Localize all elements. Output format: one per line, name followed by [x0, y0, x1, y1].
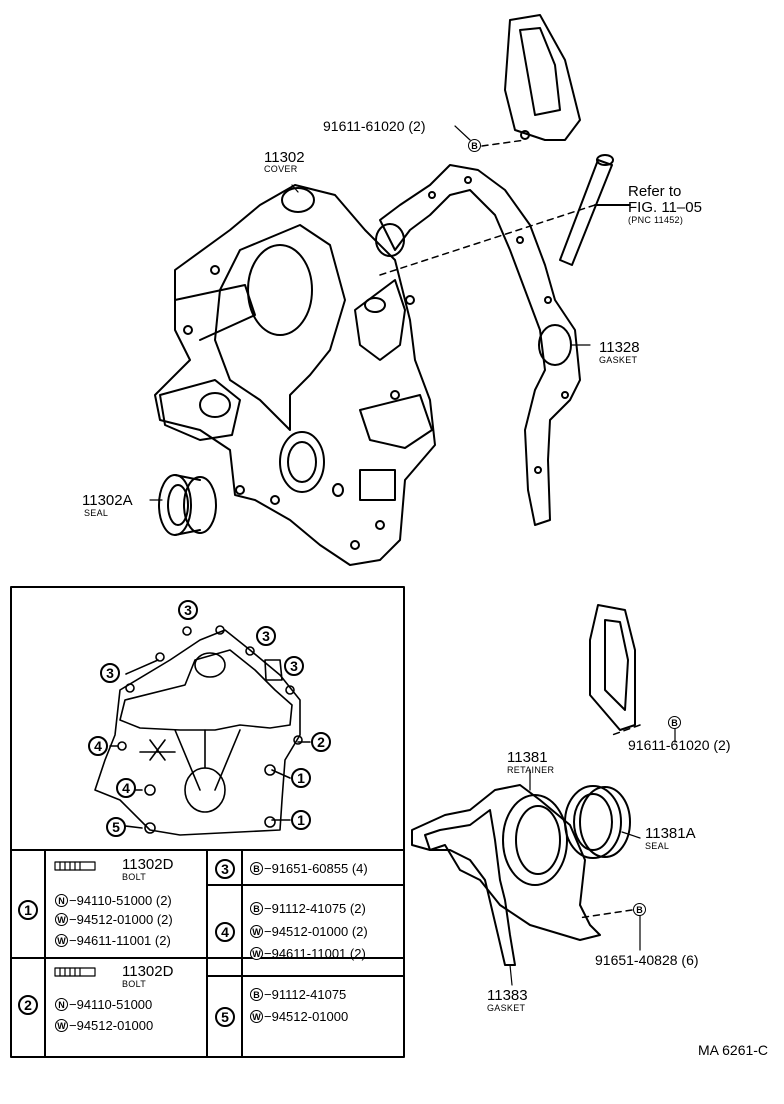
bolt-b-symbol-right: B	[668, 716, 681, 729]
g1-bolt-name: BOLT	[122, 872, 147, 882]
seal-part-number: 11302A	[82, 492, 133, 509]
detail-marker-4-lower: 4	[116, 778, 136, 798]
dowel-pin	[559, 154, 631, 266]
rear-seal-part-name: SEAL	[645, 841, 670, 851]
bolt-bottom-label: 91651-40828 (6)	[595, 952, 699, 968]
rear-gasket-part-number: 11383	[487, 987, 528, 1004]
g5-w-symbol: W	[250, 1010, 263, 1023]
bolt-b-symbol-bottom: B	[633, 903, 646, 916]
g4-b-part: −91112-41075 (2)	[264, 901, 366, 916]
g2-bolt-name: BOLT	[122, 979, 147, 989]
detail-marker-2: 2	[311, 732, 331, 752]
bolt-top-label: 91611-61020 (2)	[323, 118, 426, 134]
g3-b-symbol: B	[250, 862, 263, 875]
g2-bolt-number: 11302D	[122, 963, 174, 980]
g5-b-part: −91112-41075	[264, 987, 347, 1002]
g2-w-part: −94512-01000	[69, 1018, 154, 1033]
figure-code: MA 6261-C	[698, 1042, 769, 1058]
detail-marker-3-left: 3	[100, 663, 120, 683]
lower-bracket	[589, 604, 636, 731]
g5-w-part: −94512-01000	[264, 1009, 349, 1024]
refer-line-1: Refer to	[628, 183, 682, 200]
rear-gasket	[424, 809, 516, 966]
retainer-part-name: RETAINER	[507, 765, 555, 775]
refer-line-2: FIG. 11–05	[628, 199, 702, 216]
upper-gasket	[375, 164, 581, 526]
table-row-marker-2: 2	[18, 995, 38, 1015]
g4-b-symbol: B	[250, 902, 263, 915]
seal-part-name: SEAL	[84, 508, 109, 518]
g3-b-part: −91651-60855 (4)	[264, 861, 368, 876]
bolt-icons	[54, 861, 96, 977]
upper-bracket	[504, 14, 581, 141]
g4-w1-part: −94512-01000 (2)	[264, 924, 368, 939]
front-seal	[158, 474, 217, 536]
g2-n-symbol: N	[55, 998, 68, 1011]
cover-part-name: COVER	[264, 164, 298, 174]
cover-part-number: 11302	[264, 149, 305, 166]
detail-marker-5: 5	[106, 817, 126, 837]
rear-gasket-part-name: GASKET	[487, 1003, 526, 1013]
rear-seal	[564, 785, 631, 859]
rear-retainer	[411, 784, 601, 941]
timing-cover	[154, 184, 436, 566]
bolt-b-symbol-top: B	[468, 139, 481, 152]
g1-bolt-number: 11302D	[122, 856, 174, 873]
table-row-marker-1: 1	[18, 900, 38, 920]
g1-w2-symbol: W	[55, 934, 68, 947]
detail-marker-3-top: 3	[178, 600, 198, 620]
detail-box	[10, 586, 405, 1058]
table-row-marker-3: 3	[215, 859, 235, 879]
leader-lines	[379, 139, 641, 919]
retainer-part-number: 11381	[507, 749, 548, 766]
rear-seal-part-number: 11381A	[645, 825, 696, 842]
bolt-right-label: 91611-61020 (2)	[628, 737, 731, 753]
detail-marker-3-right: 3	[284, 656, 304, 676]
table-row-marker-5: 5	[215, 1007, 235, 1027]
detail-marker-1-lower: 1	[291, 810, 311, 830]
g5-b-symbol: B	[250, 988, 263, 1001]
detail-marker-1-upper: 1	[291, 768, 311, 788]
g1-w2-part: −94611-11001 (2)	[69, 933, 171, 948]
detail-marker-4: 4	[88, 736, 108, 756]
solid-leaders	[149, 125, 676, 986]
g2-w-symbol: W	[55, 1019, 68, 1032]
g1-n-part: −94110-51000 (2)	[69, 893, 172, 908]
gasket-part-name: GASKET	[599, 355, 638, 365]
g1-n-symbol: N	[55, 894, 68, 907]
g4-w2-part: −94611-11001 (2)	[264, 946, 366, 961]
g1-w1-symbol: W	[55, 913, 68, 926]
gasket-part-number: 11328	[599, 339, 640, 356]
g4-w1-symbol: W	[250, 925, 263, 938]
detail-cover-outline	[94, 625, 311, 836]
g2-n-part: −94110-51000	[69, 997, 153, 1012]
refer-line-3: (PNC 11452)	[628, 215, 684, 225]
table-row-marker-4: 4	[215, 922, 235, 942]
g4-w2-symbol: W	[250, 947, 263, 960]
detail-marker-3-upper-right: 3	[256, 626, 276, 646]
g1-w1-part: −94512-01000 (2)	[69, 912, 173, 927]
